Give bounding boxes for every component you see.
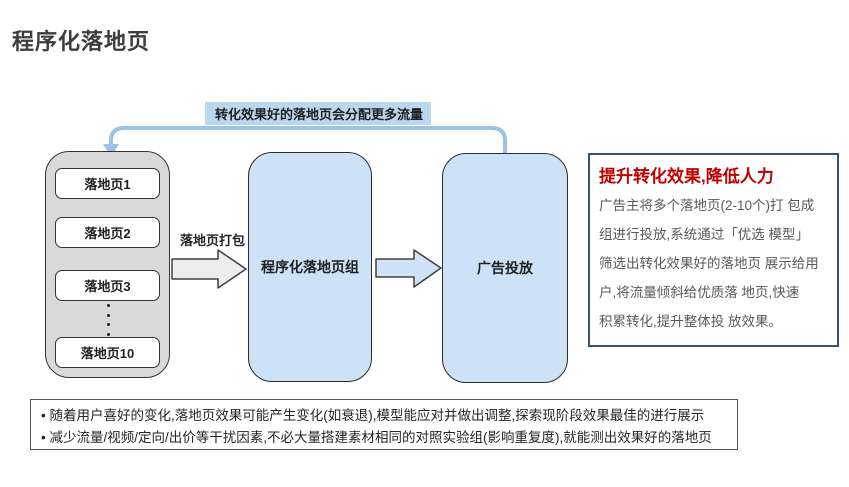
ad-delivery-box: 广告投放 (442, 153, 568, 383)
feedback-arrow-label: 转化效果好的落地页会分配更多流量 (205, 102, 432, 125)
programmatic-group-box: 程序化落地页组 (248, 152, 372, 382)
landing-page-item-10: 落地页10 (55, 337, 160, 368)
pack-block-arrow (171, 249, 247, 289)
note-bullet-1: • 随着用户喜好的变化,落地页效果可能产生变化(如衰退),模型能应对并做出调整,… (41, 408, 705, 424)
pack-arrow-label: 落地页打包 (180, 233, 246, 248)
landing-page-item-1: 落地页1 (55, 168, 160, 199)
vertical-ellipsis (46, 304, 171, 336)
landing-page-item-2: 落地页2 (55, 217, 160, 248)
benefit-info-line: 积累转化,提升整体投 放效果。 (599, 314, 783, 329)
landing-page-stack: 落地页1 落地页2 落地页3 落地页10 (45, 151, 170, 378)
delivery-block-arrow (375, 249, 442, 288)
benefit-info-line: 筛选出转化效果好的落地页 展示给用 (599, 256, 819, 271)
page-title: 程序化落地页 (12, 29, 151, 54)
benefit-info-line: 组进行投放,系统通过「优选 模型」 (599, 227, 810, 242)
benefit-info-title: 提升转化效果,降低人力 (599, 167, 774, 186)
benefit-info-box: 提升转化效果,降低人力 广告主将多个落地页(2-10个)打 包成 组进行投放,系… (588, 153, 839, 347)
benefit-info-line: 户,将流量倾斜给优质落 地页,快速 (599, 285, 800, 300)
benefit-info-line: 广告主将多个落地页(2-10个)打 包成 (599, 198, 815, 213)
note-bullet-2: • 减少流量/视频/定向/出价等干扰因素,不必大量搭建素材相同的对照实验组(影响… (41, 429, 712, 445)
landing-page-item-3: 落地页3 (55, 270, 160, 301)
notes-box: • 随着用户喜好的变化,落地页效果可能产生变化(如衰退),模型能应对并做出调整,… (30, 399, 738, 450)
